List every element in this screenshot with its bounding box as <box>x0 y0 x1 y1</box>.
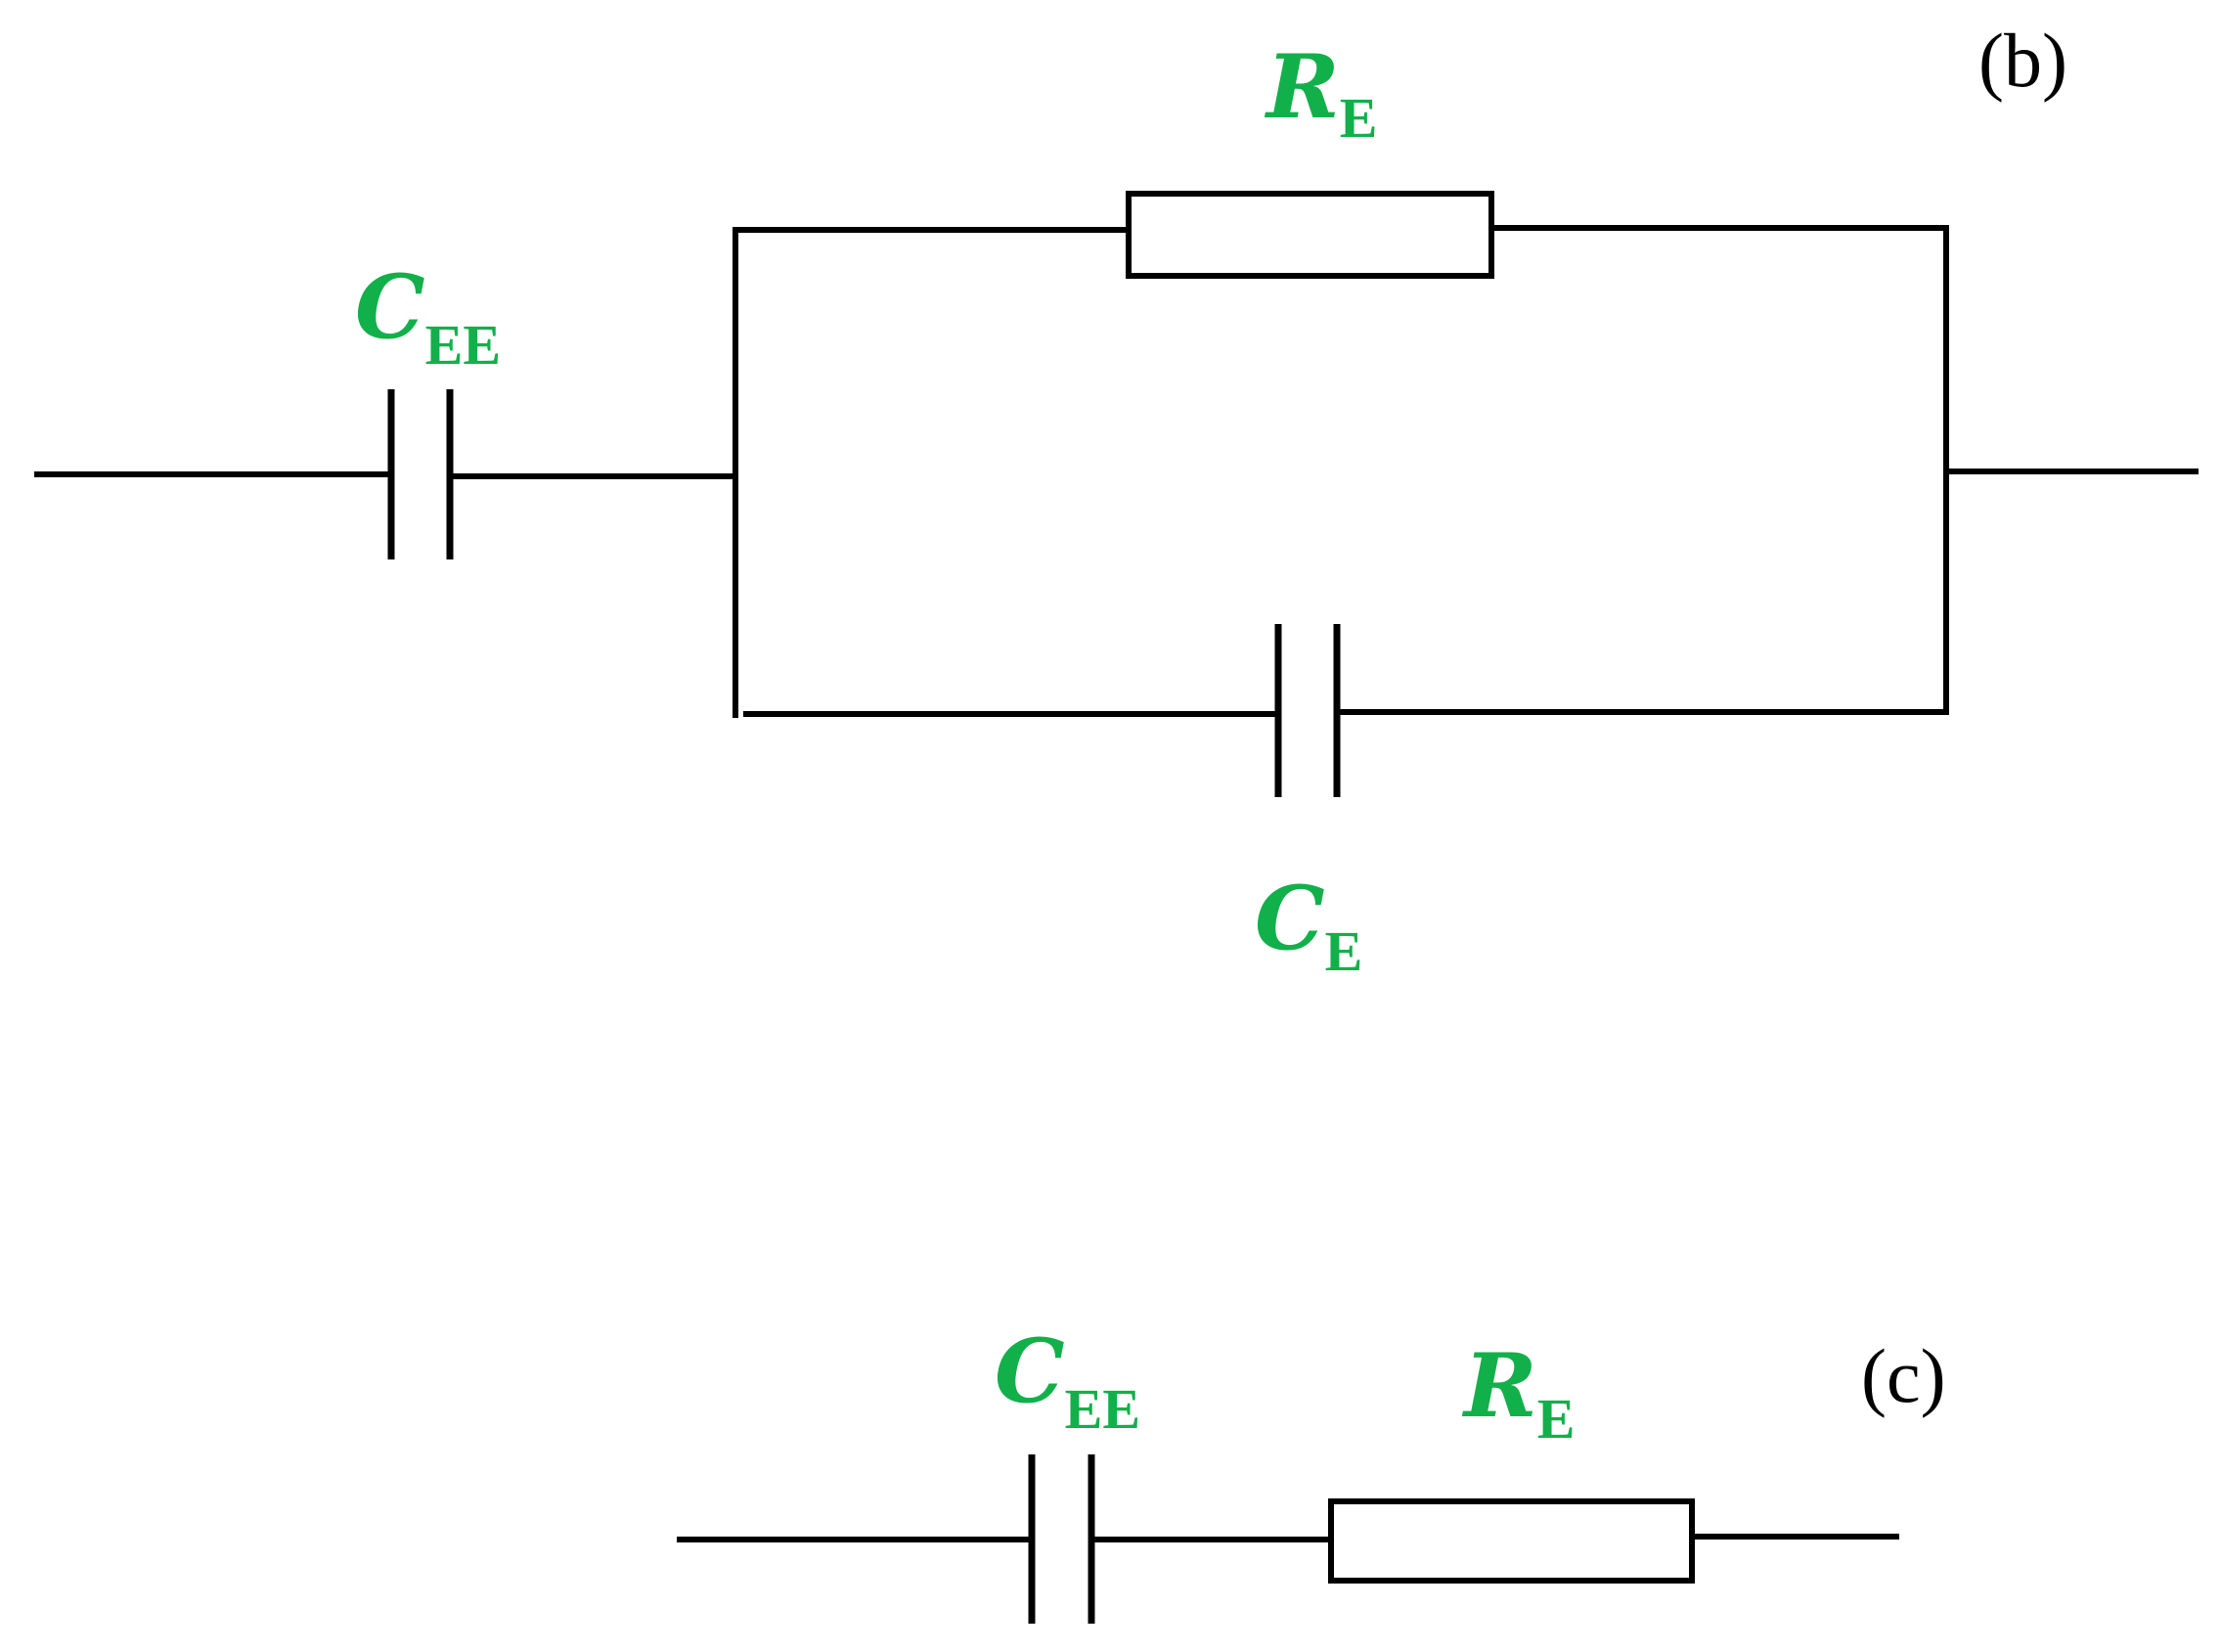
label-cee-c: CEE <box>995 1319 1140 1441</box>
circuit-c: CEE RE (c) <box>677 1319 1946 1624</box>
resistor-re-c <box>1328 1498 1695 1584</box>
circuit-b: CEE RE CE (b) <box>34 18 2199 983</box>
label-re-b: RE <box>1264 35 1377 150</box>
resistor-re-b <box>1126 191 1494 279</box>
label-re-c: RE <box>1461 1334 1575 1451</box>
label-ce-b: CE <box>1255 867 1362 983</box>
panel-tag-b: (b) <box>1978 18 2067 103</box>
label-cee-b: CEE <box>355 255 501 377</box>
panel-tag-c: (c) <box>1861 1333 1946 1418</box>
